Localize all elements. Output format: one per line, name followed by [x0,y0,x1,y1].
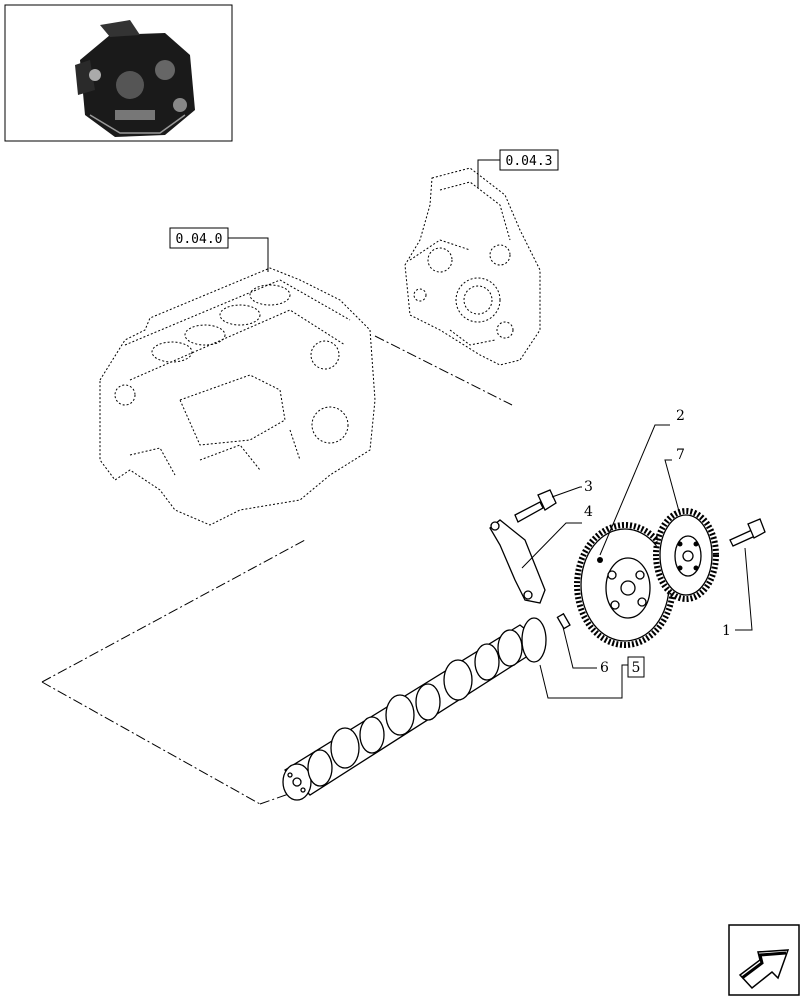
callout-2-label: 2 [676,408,685,424]
block-reference-callout[interactable]: 0.04.0 [169,227,269,272]
cover-reference-callout[interactable]: 0.04.3 [477,149,559,188]
callout-3[interactable]: 3 [551,479,593,498]
engine-thumbnail-icon [4,4,233,142]
retaining-plate [489,519,546,604]
key-pin [556,612,571,630]
assembly-outline [41,335,513,805]
next-page-arrow-icon[interactable] [728,924,800,996]
bolt-3 [514,489,557,523]
callout-5[interactable]: 5 [539,656,645,699]
cover-ref-label: 0.04.3 [506,154,553,169]
callout-6-label: 6 [600,660,609,676]
callout-1-label: 1 [722,623,731,639]
callout-6[interactable]: 6 [562,626,609,676]
engine-block [99,267,376,526]
block-ref-label: 0.04.0 [176,232,223,247]
callout-1[interactable]: 1 [722,547,753,639]
camshaft-gear [574,522,676,648]
callout-4-label: 4 [584,504,593,520]
camshaft [282,617,547,801]
callout-7-label: 7 [676,447,685,463]
bolt-1 [729,518,766,547]
callout-3-label: 3 [584,479,593,495]
timing-cover-plate [404,167,541,366]
callout-5-label: 5 [632,660,641,676]
gear-7 [653,508,719,602]
callout-2[interactable]: 2 [599,408,685,556]
callout-4[interactable]: 4 [521,504,593,569]
callout-7[interactable]: 7 [664,447,685,516]
